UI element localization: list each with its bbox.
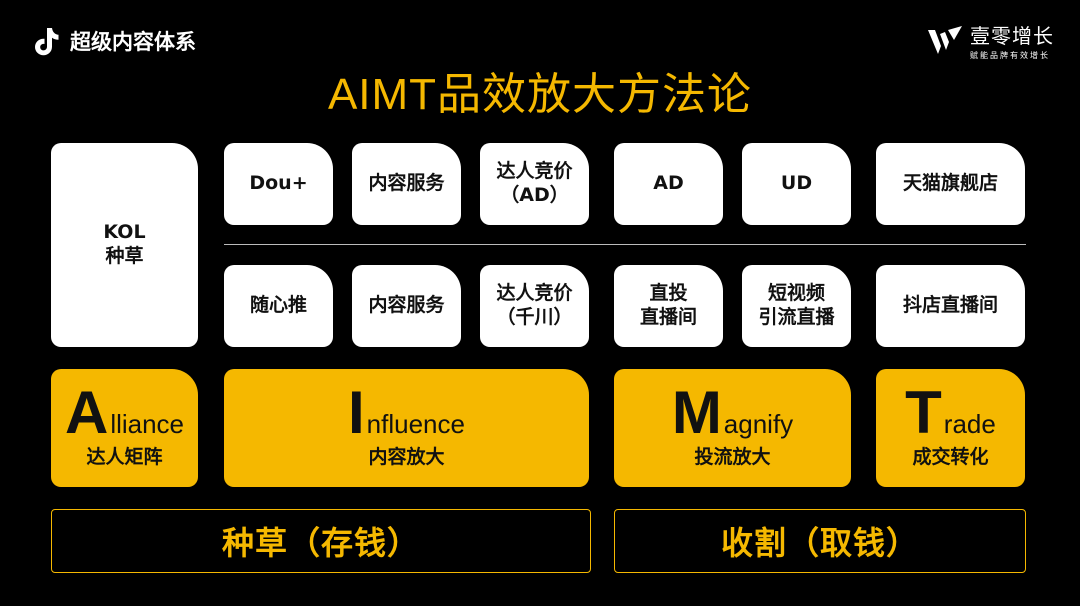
card-label: 直投 直播间 <box>639 282 697 328</box>
pillar-word: agnify <box>723 409 794 439</box>
card-label: Dou+ <box>249 172 308 195</box>
pillar-word: lliance <box>110 409 185 439</box>
logo-sub-text: 赋能品牌有效增长 <box>970 51 1050 60</box>
card-direct-live: 直投 直播间 <box>614 265 723 347</box>
card-ad: AD <box>614 143 723 225</box>
card-suixintui: 随心推 <box>224 265 333 347</box>
pillar-caption: 达人矩阵 <box>86 446 163 468</box>
card-kol-bidding-qianchuan: 达人竞价 （千川） <box>480 265 589 347</box>
pillar-caption: 成交转化 <box>912 446 989 468</box>
card-label: AD <box>653 172 684 195</box>
brand-header: 超级内容体系 <box>32 26 196 56</box>
company-logo: 壹零增长 赋能品牌有效增长 <box>926 20 1054 61</box>
logo-main-text: 壹零增长 <box>970 24 1054 48</box>
card-douyin-store-live: 抖店直播间 <box>876 265 1025 347</box>
card-dou-plus: Dou+ <box>224 143 333 225</box>
pillar-initial: I <box>348 379 365 446</box>
card-content-service: 内容服务 <box>352 143 461 225</box>
brand-title: 超级内容体系 <box>70 30 196 54</box>
card-tmall-store: 天猫旗舰店 <box>876 143 1025 225</box>
tiktok-icon <box>35 28 59 56</box>
pillar-caption: 内容放大 <box>368 446 445 468</box>
harvest-box: 收割（取钱） <box>614 509 1026 573</box>
pillar-initial: T <box>905 379 942 446</box>
page-title: AIMT品效放大方法论 <box>327 70 753 119</box>
pillar-caption: 投流放大 <box>694 446 771 468</box>
card-label: 抖店直播间 <box>902 294 998 317</box>
seeding-label: 种草（存钱） <box>221 524 420 562</box>
card-label: UD <box>780 172 813 195</box>
card-short-video-live: 短视频 引流直播 <box>742 265 851 347</box>
seeding-box: 种草（存钱） <box>51 509 591 573</box>
card-label: 达人竞价 （AD） <box>496 160 573 206</box>
pillar-word: nfluence <box>366 409 465 439</box>
card-label: 随心推 <box>249 294 307 317</box>
card-ud: UD <box>742 143 851 225</box>
kol-card: KOL 种草 <box>51 143 198 347</box>
logo-mark-icon <box>928 25 962 54</box>
pillar-word: rade <box>943 409 996 439</box>
card-content-service-2: 内容服务 <box>352 265 461 347</box>
row-divider <box>224 244 1026 245</box>
card-kol-bidding-ad: 达人竞价 （AD） <box>480 143 589 225</box>
card-label: 达人竞价 （千川） <box>496 282 573 328</box>
card-label: 短视频 引流直播 <box>758 282 835 328</box>
pillar-initial: A <box>64 379 109 446</box>
card-label: 内容服务 <box>368 172 445 195</box>
harvest-label: 收割（取钱） <box>720 524 919 562</box>
kol-card-label: KOL 种草 <box>103 221 146 267</box>
card-label: 内容服务 <box>368 294 445 317</box>
card-label: 天猫旗舰店 <box>902 172 998 195</box>
pillar-initial: M <box>671 379 722 446</box>
